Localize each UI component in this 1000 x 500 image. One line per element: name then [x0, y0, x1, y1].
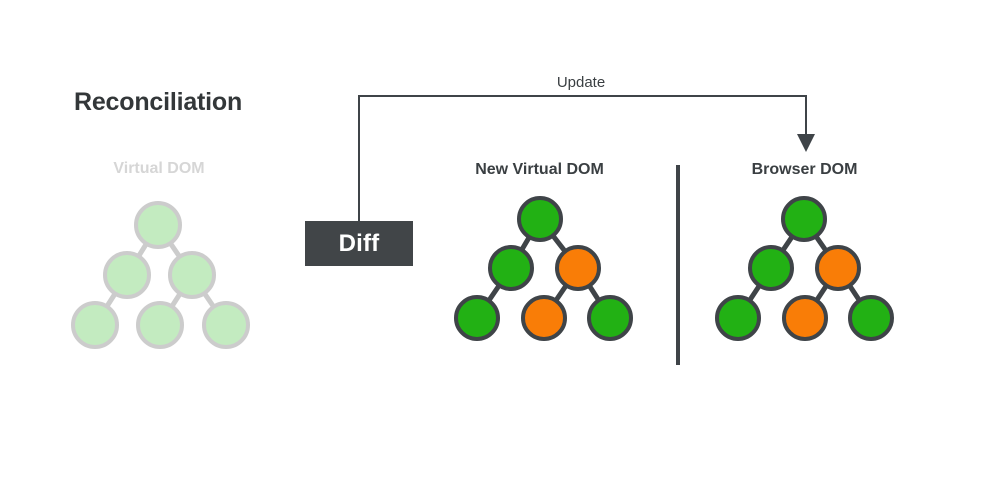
node-leaf-2[interactable]	[521, 295, 567, 341]
update-arrow	[358, 95, 815, 221]
page-title: Reconciliation	[74, 88, 243, 116]
panel-title-new-virtual-dom: New Virtual DOM	[475, 161, 604, 178]
diff-box[interactable]: Diff	[305, 221, 413, 266]
node-root[interactable]	[781, 196, 827, 242]
tree-nodes-browser-dom	[715, 196, 894, 341]
node-root[interactable]	[517, 196, 563, 242]
update-arrow-head	[797, 134, 815, 152]
update-arrow-line	[358, 95, 807, 221]
panel-title-virtual-dom: Virtual DOM	[113, 160, 205, 177]
node-leaf-2[interactable]	[782, 295, 828, 341]
update-arrow-label: Update	[556, 74, 606, 91]
panel-new-virtual-dom	[454, 196, 633, 341]
panel-virtual-dom	[71, 201, 250, 349]
node-leaf-1[interactable]	[715, 295, 761, 341]
diff-box-label: Diff	[338, 229, 380, 257]
node-child-right[interactable]	[815, 245, 861, 291]
tree-nodes-new-virtual-dom	[454, 196, 633, 341]
node-child-left[interactable]	[748, 245, 794, 291]
node-leaf-3[interactable]	[848, 295, 894, 341]
node-leaf-3[interactable]	[202, 301, 250, 349]
node-child-left[interactable]	[103, 251, 151, 299]
panel-browser-dom	[715, 196, 894, 341]
node-leaf-3[interactable]	[587, 295, 633, 341]
node-leaf-1[interactable]	[71, 301, 119, 349]
node-child-right[interactable]	[555, 245, 601, 291]
panel-title-browser-dom: Browser DOM	[751, 161, 858, 178]
node-leaf-1[interactable]	[454, 295, 500, 341]
node-child-left[interactable]	[488, 245, 534, 291]
node-root[interactable]	[134, 201, 182, 249]
node-leaf-2[interactable]	[136, 301, 184, 349]
node-child-right[interactable]	[168, 251, 216, 299]
tree-nodes-virtual-dom	[71, 201, 250, 349]
